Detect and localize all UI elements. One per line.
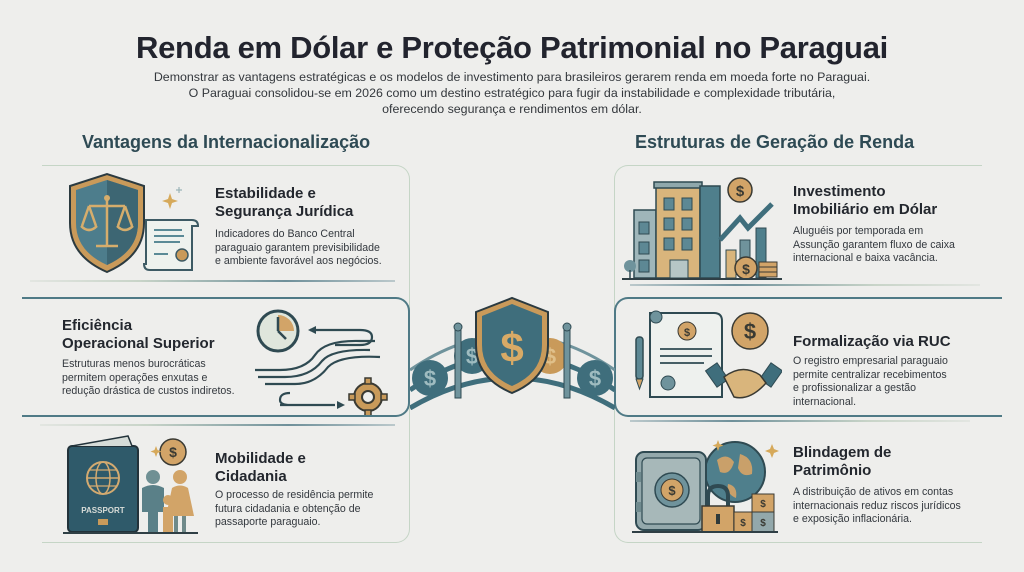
efficiency-card-frame [22, 297, 410, 417]
divider [630, 420, 970, 422]
section-title-income-structures: Estruturas de Geração de Renda [635, 132, 915, 152]
item-description: Indicadores do Banco Central paraguaio g… [215, 228, 382, 267]
item-title: Investimento Imobiliário em Dólar [793, 183, 938, 218]
item-description: O processo de residência permite futura … [215, 489, 374, 528]
item-title: Formalização via RUC [793, 333, 951, 350]
item-description: O registro empresarial paraguaio permite… [793, 355, 948, 408]
page-title: Renda em Dólar e Proteção Patrimonial no… [136, 30, 888, 65]
passport-label: PASSPORT [81, 506, 125, 515]
shield-scales-document-icon [69, 172, 200, 274]
item-title: Blindagem de Patrimônio [793, 444, 892, 479]
svg-text:$: $ [169, 444, 177, 460]
item-description: A distribuição de ativos em contas inter… [793, 486, 961, 525]
svg-text:$: $ [684, 327, 690, 339]
divider [30, 280, 395, 282]
item-title: Estabilidade e Segurança Jurídica [215, 185, 354, 220]
safe-globe-lock-icon: $ $ $ $ [632, 440, 779, 533]
shield-dollar-bridge-icon: $ $ $ $ $ [410, 296, 615, 410]
svg-text:$: $ [760, 499, 766, 510]
svg-text:$: $ [740, 518, 746, 529]
dollar-symbol: $ [500, 324, 523, 371]
svg-text:$: $ [668, 483, 676, 498]
svg-text:$: $ [744, 319, 756, 344]
divider [630, 284, 980, 286]
svg-text:$: $ [760, 518, 766, 529]
section-title-advantages: Vantagens da Internacionalização [82, 132, 371, 152]
subtitle-line: Demonstrar as vantagens estratégicas e o… [153, 70, 871, 84]
svg-text:$: $ [742, 261, 750, 277]
header: Renda em Dólar e Proteção Patrimonial no… [0, 30, 1024, 117]
clock-gear-flow-icon [255, 309, 388, 415]
subtitle: Demonstrar as vantagens estratégicas e o… [0, 69, 1024, 117]
passport-family-icon: PASSPORT $ [63, 435, 198, 534]
subtitle-line: O Paraguai consolidou-se em 2026 como um… [188, 86, 836, 100]
buildings-growth-chart-icon: $ $ [622, 177, 782, 280]
item-title: Eficiência Operacional Superior [62, 317, 215, 352]
item-description: Aluguéis por temporada em Assunção garan… [793, 225, 955, 264]
svg-text:$: $ [736, 183, 745, 200]
svg-text:$: $ [424, 366, 436, 391]
ruc-card-frame [614, 297, 1002, 417]
divider [40, 424, 395, 426]
item-description: Estruturas menos burocráticas permitem o… [62, 358, 235, 397]
contract-handshake-icon: $ $ [635, 310, 782, 399]
svg-text:$: $ [466, 344, 478, 369]
item-title: Mobilidade e Cidadania [215, 450, 306, 485]
subtitle-line: oferecendo segurança e rendimentos em dó… [382, 102, 642, 116]
svg-text:$: $ [589, 366, 601, 391]
